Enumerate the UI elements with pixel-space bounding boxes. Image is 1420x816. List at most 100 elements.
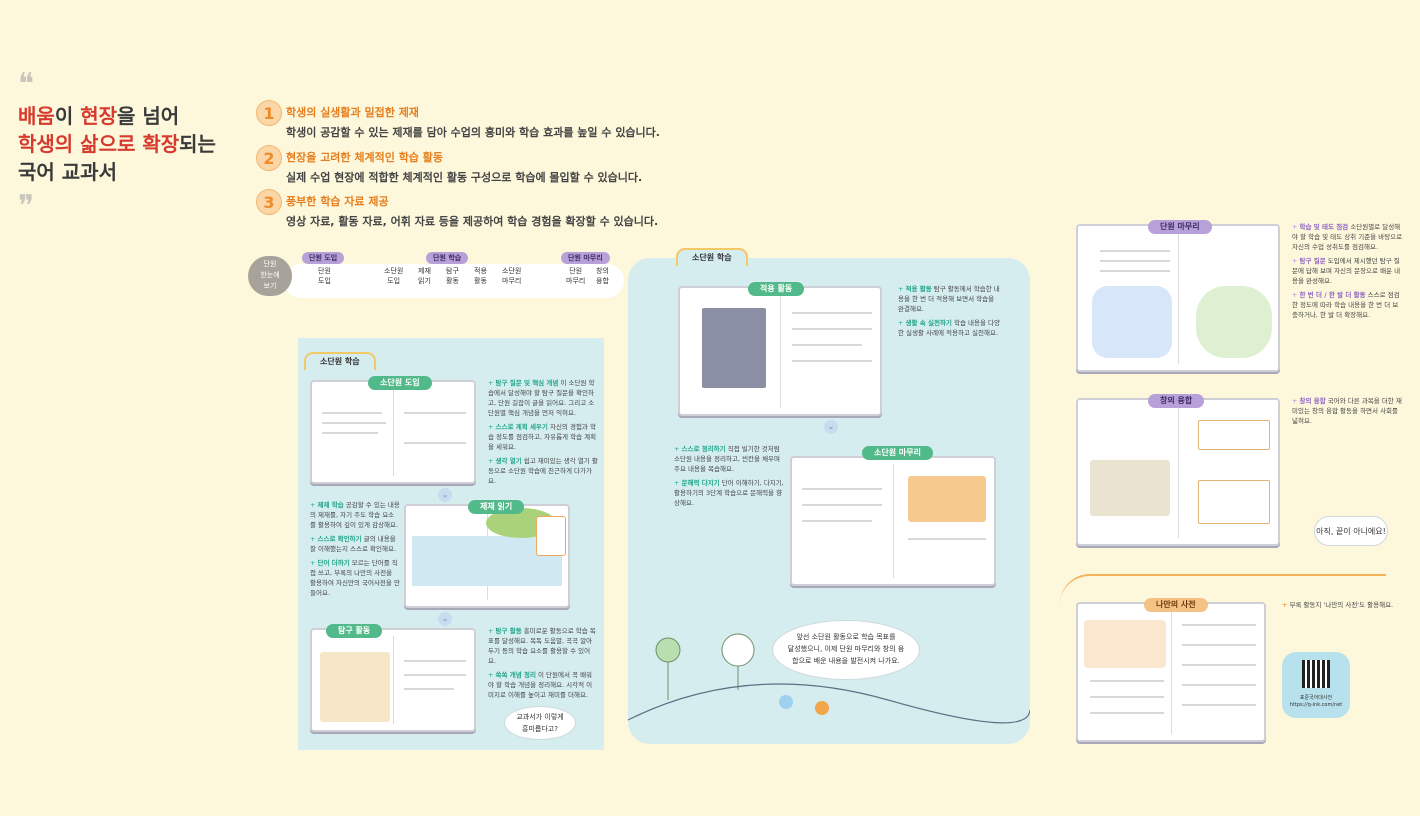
feature-number: 2 [256,145,282,171]
mid-panel-tab: 소단원 학습 [676,248,748,266]
note-item: + 창의 융합 국어와 다른 과목을 더한 재미있는 창의 융합 활동을 하면서… [1292,397,1402,425]
notes-unit-wrapup: + 학습 및 태도 점검 소단원별로 달성해야 할 학습 및 태도 상취 기준을… [1292,222,1404,320]
notes-reading: + 제재 학습 공감할 수 있는 내용의 제재를, 자기 주도 학습 요소를 활… [310,500,400,598]
note-item: + 적용 활동 탐구 활동에서 학습한 내용을 한 번 더 적용해 보면서 학습… [898,285,1000,313]
note-item: + 탐구 질문 도입에서 제시했던 탐구 질문에 답해 보며 자신의 문장으로 … [1292,257,1401,285]
flow-start-line: 단원 [263,260,277,268]
text-line [404,674,466,676]
photo-grid [702,308,766,388]
flow-group-label: 단원 마무리 [561,252,610,264]
book-dictionary [1076,602,1266,742]
notes-wrapup: + 스스로 정리하기 직접 빌기한 것처럼 소단원 내용을 정리하고, 빈칸을 … [674,444,786,508]
text-line [1100,260,1170,262]
vocab-card [536,516,566,556]
left-panel-tab: 소단원 학습 [304,352,376,370]
text-line [1090,712,1164,714]
feature-desc: 영상 자료, 활동 자료, 어휘 자료 등을 제공하여 학습 경험을 확장할 수… [286,215,659,228]
note-item: + 스스로 계획 세우기 자신의 경험과 학습 정도를 점검하고, 자유롭게 학… [488,423,597,451]
book-gutter [893,464,894,578]
note-item: + 생활 속 실천하기 학습 내용을 다양한 실생활 사례에 적용하고 실천해요… [898,319,1000,337]
feature-desc: 실제 수업 현장에 적합한 체계적인 활동 구성으로 학습에 몰입할 수 있습니… [286,171,643,184]
text-line [404,412,466,414]
flow-band [284,264,624,298]
qr-code-icon [1302,660,1330,688]
note-item: + 스스로 확인하기 글의 내용을 잘 이해했는지 스스로 확인해요. [310,535,397,553]
painting-illustration [1090,460,1170,516]
comic-illustration [320,652,390,722]
text-line [792,312,872,314]
text-line [1090,680,1164,682]
note-item: + 단어 더하기 모르는 단어를 직접 쓰고, 부록의 나만의 사전을 활용하여… [310,559,400,597]
note-item: + 제재 학습 공감할 수 있는 내용의 제재를, 자기 주도 학습 요소를 활… [310,501,400,529]
note-item: + 생각 열기 쉽고 재미있는 생각 열기 활동으로 소단원 학습에 친근하게 … [488,457,598,485]
headline-text: 이 [54,104,81,128]
section-label: 창의 융합 [1148,394,1205,408]
notes-intro: + 탐구 질문 및 핵심 개념 이 소단원 학습에서 달성해야 할 탐구 질문을… [488,378,598,486]
text-line [404,442,466,444]
notes-apply: + 적용 활동 탐구 활동에서 학습한 내용을 한 번 더 적용해 보면서 학습… [898,284,1002,338]
text-line [322,432,378,434]
section-label: 탐구 활동 [326,624,383,638]
headline: 배움이 현장을 넘어 학생의 삶으로 확장되는 국어 교과서 [18,102,216,186]
book-gutter [393,636,394,724]
note-item: + 쏙쏙 개념 정리 이 단원에서 꼭 배워야 할 학습 개념을 정리해요. 시… [488,671,593,699]
book-gutter [1178,406,1179,538]
note-item: + 문해력 다지기 단어 이해하기, 다지기, 활용하기의 3단계 학습으로 문… [674,479,784,507]
book-apply [678,286,882,416]
text-line [1182,684,1256,686]
green-card [1196,286,1272,358]
text-line [322,412,382,414]
notes-dictionary: + 부록 활동지 '나만의 사전'도 활용해요. [1282,601,1394,609]
text-line [1090,696,1164,698]
book-gutter [1171,610,1172,734]
frame-box [1198,420,1270,450]
section-label: 단원 마무리 [1148,220,1212,234]
headline-line-1: 배움이 현장을 넘어 [18,102,216,130]
book-gutter [393,388,394,476]
section-label: 제재 읽기 [468,500,525,514]
chevron-down-icon: ⌄ [824,420,838,434]
speech-bubble: 아직, 끝이 아니에요! [1314,516,1388,546]
note-item: + 한 번 더 / 한 발 더 활동 스스로 점검한 정도에 따라 학습 내용을… [1292,291,1400,319]
flow-start-line: 보기 [263,282,277,290]
note-item: + 탐구 활동 흥미로운 활동으로 학습 목표를 달성해요. 목독 도움말, 곡… [488,627,596,665]
word-card-grid [908,476,986,522]
chevron-down-icon: ⌄ [438,488,452,502]
headline-text: 국어 교과서 [18,160,117,184]
notes-inquiry: + 탐구 활동 흥미로운 활동으로 학습 목표를 달성해요. 목독 도움말, 곡… [488,626,598,700]
feature-title: 풍부한 학습 자료 제공 [286,195,389,208]
flow-group-label: 단원 학습 [426,252,469,264]
text-line [1182,624,1256,626]
text-line [908,538,986,540]
text-line [792,328,872,330]
note-item: + 탐구 질문 및 핵심 개념 이 소단원 학습에서 달성해야 할 탐구 질문을… [488,379,595,417]
feature-title: 현장을 고려한 체계적인 학습 활동 [286,151,443,164]
section-label: 소단원 도입 [368,376,432,390]
text-line [1182,704,1256,706]
qr-label: 표준국어대사전 [1299,695,1333,701]
qr-code-badge[interactable]: 표준국어대사전 https://q-ink.com/net [1282,652,1350,718]
headline-text: 을 넘어 [117,104,180,128]
headline-text: 되는 [179,132,216,156]
text-line [404,660,466,662]
feature-number: 1 [256,100,282,126]
headline-highlight: 현장 [80,104,117,128]
flow-start-line: 한눈에 [260,271,280,279]
note-item: + 스스로 정리하기 직접 빌기한 것처럼 소단원 내용을 정리하고, 빈칸을 … [674,445,781,473]
blue-card [1092,286,1172,358]
text-line [802,520,872,522]
qr-url: https://q-ink.com/net [1289,702,1343,708]
text-line [1100,270,1170,272]
book-inquiry [310,628,476,732]
section-label: 나만의 사전 [1144,598,1208,612]
book-gutter [780,294,781,408]
book-creative [1076,398,1280,546]
